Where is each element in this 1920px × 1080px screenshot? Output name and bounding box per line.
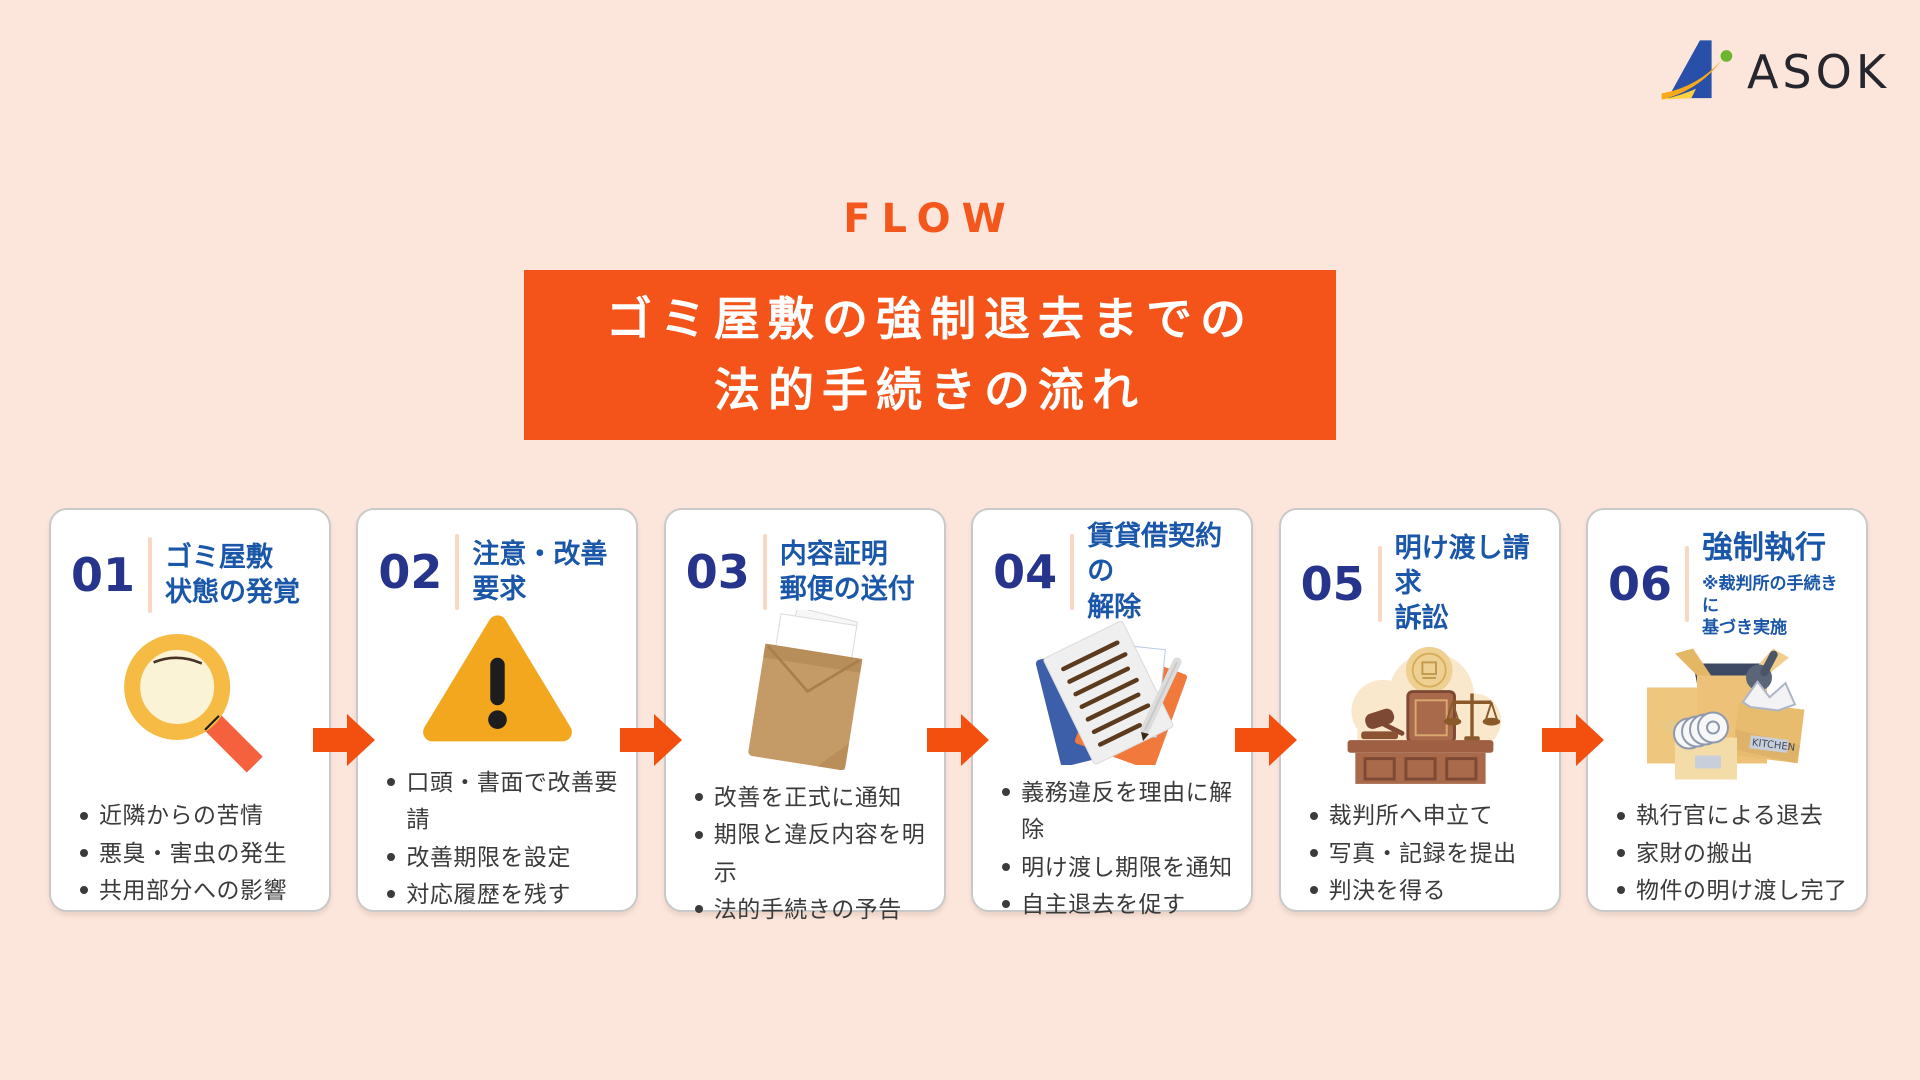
bullet-item: 執行官による退去 [1614, 798, 1858, 835]
header-divider [762, 534, 767, 610]
arrow-right-icon [1542, 714, 1605, 766]
documents-icon [973, 610, 1251, 765]
step-5-bullets: 裁判所へ申立て 写真・記録を提出 判決を得る [1281, 788, 1559, 910]
step-title-block: 強制執行 ※裁判所の手続きに 基づき実施 [1702, 528, 1854, 639]
step-card-2: 02 注意・改善 要求 口頭・書面で改善要請 改善期限を設定 対応履歴を残す [356, 508, 639, 914]
flow-arrow-3 [927, 508, 990, 912]
arrow-right-icon [1234, 714, 1297, 766]
bullet-item: 期限と違反内容を明示 [692, 817, 936, 892]
step-5-header: 05 明け渡し請求 訴訟 [1281, 510, 1559, 635]
step-card-1: 01 ゴミ屋敷 状態の発覚 近隣からの苦情 悪臭・害虫の発生 共用部分への影響 [49, 508, 331, 912]
bullet-item: 対応履歴を残す [384, 877, 628, 914]
header-divider [1684, 545, 1689, 622]
magnifier-icon [51, 616, 329, 789]
header-divider [1377, 545, 1382, 622]
warning-icon [358, 610, 636, 755]
bullet-item: 写真・記録を提出 [1307, 836, 1551, 873]
asok-logo-icon [1657, 36, 1735, 108]
company-logo: ASOK [1657, 36, 1890, 108]
bullet-item: 近隣からの苦情 [77, 798, 321, 835]
bullet-item: 共用部分への影響 [77, 873, 321, 910]
step-number: 05 [1300, 556, 1365, 611]
header-divider [455, 534, 460, 610]
bullet-item: 口頭・書面で改善要請 [384, 765, 628, 840]
step-3-bullets: 改善を正式に通知 期限と違反内容を明示 法的手続きの予告 [666, 770, 944, 929]
step-title: ゴミ屋敷 状態の発覚 [165, 541, 301, 608]
step-4-bullets: 義務違反を理由に解除 明け渡し期限を通知 自主退去を促す [973, 765, 1251, 924]
envelope-icon [666, 610, 944, 770]
bullet-item: 物件の明け渡し完了 [1614, 873, 1858, 910]
step-3-header: 03 内容証明 郵便の送付 [666, 510, 944, 610]
step-1-bullets: 近隣からの苦情 悪臭・害虫の発生 共用部分への影響 [51, 788, 329, 910]
bullet-item: 法的手続きの予告 [692, 892, 936, 929]
flow-arrow-4 [1234, 508, 1297, 912]
arrow-right-icon [927, 714, 990, 766]
step-title: 内容証明 郵便の送付 [779, 538, 915, 605]
flow-arrow-1 [312, 508, 375, 912]
step-card-6: 06 強制執行 ※裁判所の手続きに 基づき実施 [1585, 508, 1868, 912]
step-number: 02 [378, 545, 443, 599]
page-title: ゴミ屋敷の強制退去までの 法的手続きの流れ [524, 270, 1336, 440]
bullet-item: 明け渡し期限を通知 [999, 850, 1243, 887]
box-label: KITCHEN [1752, 738, 1796, 754]
step-2-bullets: 口頭・書面で改善要請 改善期限を設定 対応履歴を残す [358, 755, 636, 914]
step-card-4: 04 賃貸借契約の 解除 [971, 508, 1254, 918]
step-title: 明け渡し請求 訴訟 [1394, 532, 1530, 635]
header-divider [148, 536, 153, 613]
flow-arrow-2 [620, 508, 683, 912]
header: FLOW ゴミ屋敷の強制退去までの 法的手続きの流れ [524, 196, 1336, 440]
step-card-5: 05 明け渡し請求 訴訟 [1278, 508, 1561, 912]
arrow-right-icon [312, 714, 375, 766]
step-2-header: 02 注意・改善 要求 [358, 510, 636, 610]
step-number: 01 [71, 547, 136, 602]
bullet-item: 裁判所へ申立て [1307, 798, 1551, 835]
step-note: ※裁判所の手続きに 基づき実施 [1701, 573, 1838, 638]
bullet-item: 改善期限を設定 [384, 840, 628, 877]
bullet-item: 自主退去を促す [999, 887, 1243, 924]
step-number: 04 [993, 545, 1058, 599]
header-divider [1070, 534, 1075, 610]
bullet-item: 改善を正式に通知 [692, 780, 936, 817]
arrow-right-icon [620, 714, 683, 766]
courtroom-icon [1281, 633, 1559, 788]
step-6-header: 06 強制執行 ※裁判所の手続きに 基づき実施 [1588, 510, 1866, 637]
flow-arrow-5 [1542, 508, 1605, 912]
step-number: 03 [685, 545, 750, 599]
step-number: 06 [1607, 556, 1672, 611]
step-title: 注意・改善 要求 [472, 538, 608, 605]
flow-label: FLOW [843, 196, 1017, 242]
step-1-header: 01 ゴミ屋敷 状態の発覚 [51, 510, 329, 616]
step-6-bullets: 執行官による退去 家財の搬出 物件の明け渡し完了 [1588, 788, 1866, 910]
bullet-item: 判決を得る [1307, 873, 1551, 910]
step-title: 強制執行 [1701, 530, 1826, 567]
step-title: 賃貸借契約の 解除 [1087, 521, 1223, 623]
bullet-item: 悪臭・害虫の発生 [77, 836, 321, 873]
logo-text: ASOK [1746, 45, 1890, 99]
flow-steps: 01 ゴミ屋敷 状態の発覚 近隣からの苦情 悪臭・害虫の発生 共用部分への影響 … [49, 508, 1868, 923]
bullet-item: 義務違反を理由に解除 [999, 775, 1243, 850]
step-card-3: 03 内容証明 郵便の送付 改善を正式に通知 期限と違反内容を明示 法的手続きの… [663, 508, 946, 923]
bullet-item: 家財の搬出 [1614, 836, 1858, 873]
step-4-header: 04 賃貸借契約の 解除 [973, 510, 1251, 622]
boxes-icon: KITCHEN [1588, 633, 1866, 788]
